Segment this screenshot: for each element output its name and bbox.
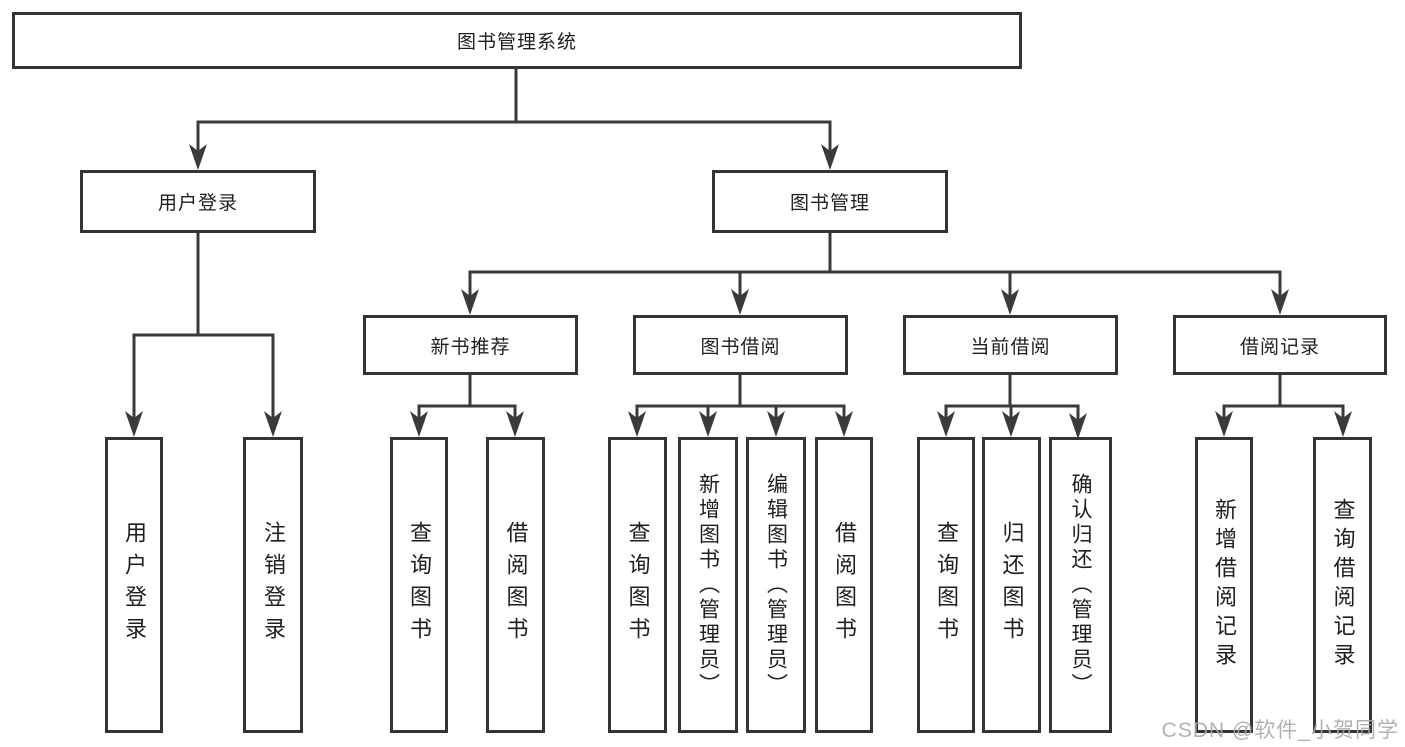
leaf-label: 查询图书 [407, 521, 432, 649]
node-label: 图书管理系统 [456, 32, 577, 53]
arrow-down-icon [937, 411, 955, 437]
node-label: 图书管理 [789, 193, 870, 214]
arrow-down-icon [699, 411, 717, 437]
node-label: 当前借阅 [970, 336, 1051, 358]
leaf-label: 用户登录 [122, 521, 147, 649]
leaf-edit-books-admin: 编辑图书（管理员） [746, 437, 806, 733]
arrow-down-icon [189, 144, 207, 170]
leaf-label: 查询图书 [625, 521, 651, 649]
leaf-label: 新增图书（管理员） [696, 472, 720, 698]
leaf-logout: 注销登录 [243, 437, 303, 733]
arrow-down-icon [1002, 411, 1020, 437]
node-new-book-recommendation: 新书推荐 [363, 315, 578, 375]
leaf-query-books-recommend: 查询图书 [390, 437, 448, 733]
connector-book-borrow-to-leaves [628, 372, 853, 437]
leaf-label: 归还图书 [999, 521, 1025, 649]
arrow-down-icon [264, 411, 282, 437]
leaf-label: 借阅图书 [832, 521, 857, 649]
arrow-down-icon [1001, 289, 1019, 315]
leaf-add-books-admin: 新增图书（管理员） [678, 437, 738, 733]
connector-user-login-to-leaves [125, 231, 282, 437]
leaf-user-login: 用户登录 [105, 437, 163, 733]
leaf-label: 编辑图书（管理员） [764, 472, 788, 698]
leaf-return-books: 归还图书 [982, 437, 1041, 733]
arrow-down-icon [410, 411, 428, 437]
leaf-borrow-books-recommend: 借阅图书 [486, 437, 545, 733]
leaf-borrow-books-borrowing: 借阅图书 [815, 437, 873, 733]
node-label: 借阅记录 [1239, 336, 1320, 358]
leaf-add-borrow-record: 新增借阅记录 [1195, 437, 1253, 733]
node-book-borrowing: 图书借阅 [633, 315, 848, 375]
node-borrowing-records: 借阅记录 [1173, 315, 1387, 375]
node-book-management: 图书管理 [712, 170, 948, 233]
arrow-down-icon [1069, 413, 1087, 439]
node-label: 图书借阅 [700, 336, 781, 358]
arrow-down-icon [628, 411, 646, 437]
node-user-login: 用户登录 [80, 170, 316, 233]
csdn-watermark: CSDN @软件_小贺同学 [1161, 719, 1399, 742]
arrow-down-icon [506, 411, 524, 437]
arrow-down-icon [835, 411, 853, 437]
leaf-label: 注销登录 [261, 521, 286, 649]
leaf-query-books-current: 查询图书 [917, 437, 975, 733]
leaf-confirm-return-admin: 确认归还（管理员） [1049, 437, 1112, 733]
node-label: 用户登录 [157, 193, 238, 214]
arrow-down-icon [1271, 289, 1289, 315]
leaf-label: 查询图书 [934, 521, 959, 649]
leaf-query-books-borrowing: 查询图书 [608, 437, 667, 733]
arrow-down-icon [125, 411, 143, 437]
connector-borrow-records-to-leaves [1215, 372, 1352, 437]
connector-root-to-level2 [189, 66, 839, 170]
connector-book-mgmt-to-level3 [461, 231, 1289, 315]
node-library-management-system: 图书管理系统 [12, 12, 1022, 69]
connector-current-borrow-to-leaves [937, 372, 1087, 439]
leaf-label: 借阅图书 [503, 521, 529, 649]
node-label: 新书推荐 [430, 336, 511, 358]
connector-new-book-to-leaves [410, 372, 524, 437]
arrow-down-icon [821, 144, 839, 170]
arrow-down-icon [767, 411, 785, 437]
arrow-down-icon [1334, 411, 1352, 437]
leaf-label: 确认归还（管理员） [1069, 472, 1092, 698]
leaf-label: 新增借阅记录 [1212, 498, 1237, 672]
leaf-label: 查询借阅记录 [1330, 498, 1356, 672]
arrow-down-icon [461, 289, 479, 315]
arrow-down-icon [731, 289, 749, 315]
leaf-query-borrow-record: 查询借阅记录 [1313, 437, 1372, 733]
node-current-borrowing: 当前借阅 [903, 315, 1118, 375]
arrow-down-icon [1215, 411, 1233, 437]
